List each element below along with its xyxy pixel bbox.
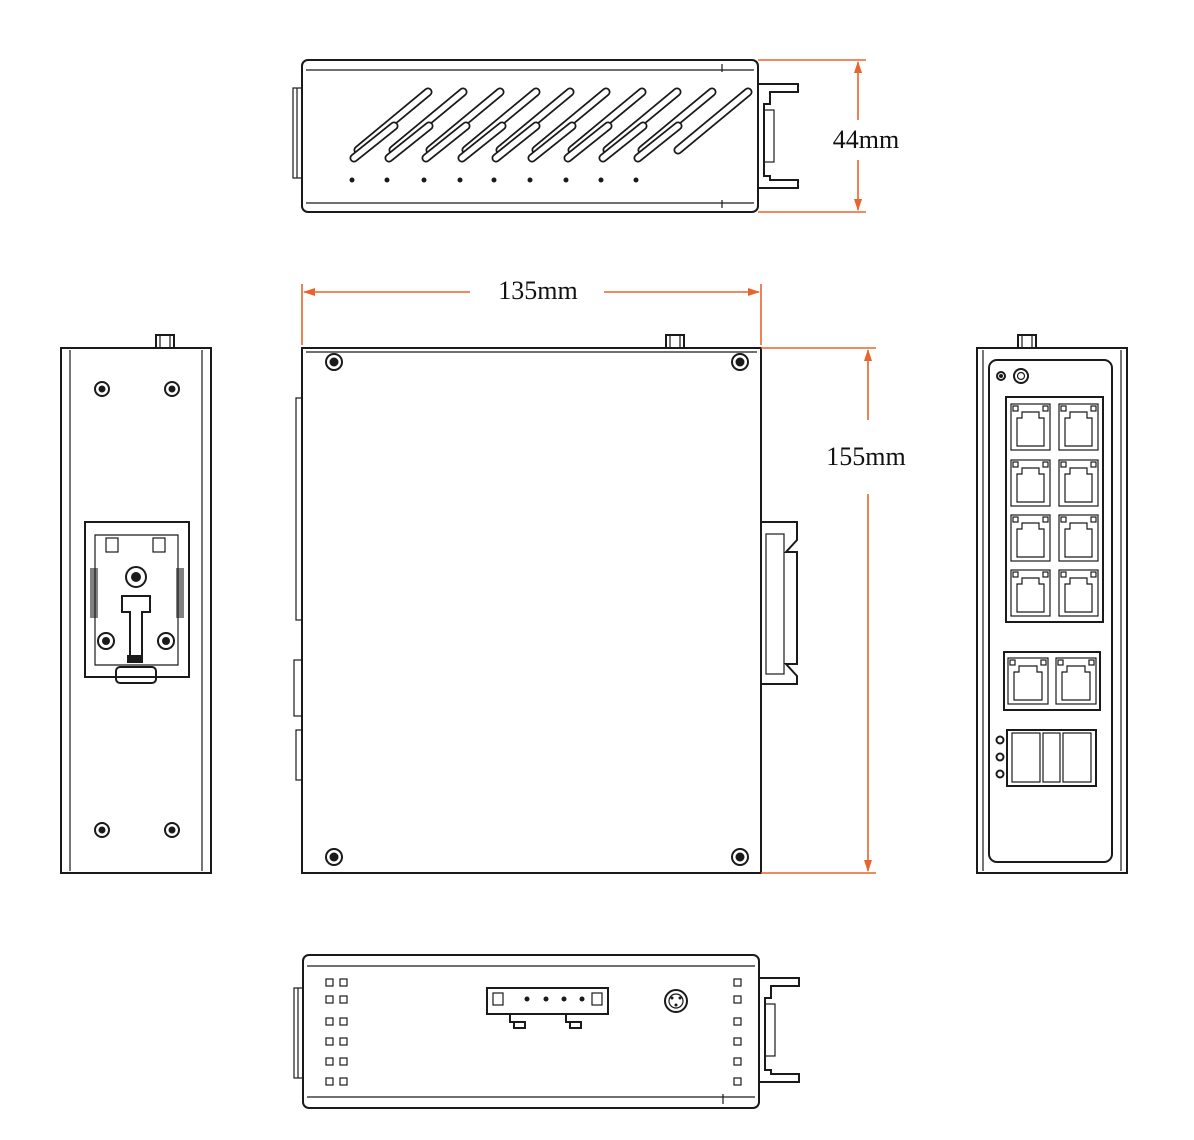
ground-terminal-icon: [1017, 334, 1037, 349]
led-indicator-icon: [733, 995, 742, 1004]
depth-label: 155mm: [826, 442, 905, 471]
rj45-port-icon: [1055, 657, 1097, 705]
rj45-port-icon: [1010, 403, 1051, 451]
sfp-slot-group: [995, 729, 1097, 787]
ground-terminal-icon: [665, 334, 685, 349]
led-indicator-icon: [733, 1037, 742, 1046]
vent-dots: [349, 177, 639, 183]
led-indicator-icon: [325, 1017, 334, 1026]
din-rail-clip-icon: [759, 977, 800, 1083]
rj45-port-group-uplink: [1007, 657, 1097, 705]
led-indicator-icon: [325, 995, 334, 1004]
led-indicator-array: [325, 978, 742, 1086]
terminal-block-icon: [486, 987, 609, 1029]
screw-head: [329, 852, 339, 862]
rj45-port-group: [1010, 403, 1099, 617]
vent-slot-inner: [675, 89, 751, 153]
rj45-port-icon: [1010, 569, 1051, 617]
led-indicator-icon: [339, 1037, 348, 1046]
led-indicator-icon: [339, 1017, 348, 1026]
vent-slot-inner: [459, 123, 505, 161]
led-indicator-icon: [339, 978, 348, 987]
rj45-port-icon: [1010, 459, 1051, 507]
vent-slot-inner: [423, 123, 469, 161]
rj45-port-icon: [1010, 514, 1051, 562]
screw-head: [735, 852, 745, 862]
screw-icon: [731, 353, 749, 371]
height-dimension: 44mm: [758, 59, 899, 213]
led-indicator-icon: [996, 368, 1029, 384]
port-side-view: [976, 334, 1128, 874]
screw-head: [735, 357, 745, 367]
led-indicator-icon: [733, 1017, 742, 1026]
vent-slot-inner: [635, 123, 681, 161]
vent-slot-inner: [600, 123, 646, 161]
led-indicator-icon: [325, 978, 334, 987]
width-label: 135mm: [498, 276, 577, 305]
left-side-view: [60, 334, 212, 874]
screw-head: [329, 357, 339, 367]
vent-slot-inner: [493, 123, 539, 161]
rj45-port-icon: [1058, 403, 1099, 451]
rj45-port-icon: [1058, 569, 1099, 617]
screw-icon: [325, 353, 749, 866]
din-rail-clip-icon: [761, 521, 798, 685]
mounting-hole-icon: [94, 381, 180, 838]
vent-slot-inner: [565, 123, 611, 161]
screw-icon: [731, 848, 749, 866]
led-indicator-icon: [339, 1077, 348, 1086]
width-dimension: 135mm: [301, 276, 762, 345]
vent-slot-inner: [529, 123, 575, 161]
rj45-port-icon: [1007, 657, 1049, 705]
rj45-port-icon: [1058, 514, 1099, 562]
led-indicator-icon: [325, 1057, 334, 1066]
screw-icon: [325, 353, 343, 371]
led-indicator-icon: [325, 1037, 334, 1046]
led-indicator-icon: [339, 995, 348, 1004]
height-label: 44mm: [833, 125, 899, 154]
main-view: [293, 334, 798, 874]
vent-slot-inner: [386, 123, 432, 161]
led-indicator-icon: [325, 1077, 334, 1086]
depth-dimension: 155mm: [761, 347, 906, 874]
din-rail-clip-icon: [758, 83, 799, 189]
ventilation-slots: [349, 87, 753, 163]
led-indicator-icon: [339, 1057, 348, 1066]
screw-icon: [325, 848, 343, 866]
led-indicator-icon: [733, 978, 742, 987]
led-indicator-icon: [733, 1077, 742, 1086]
din-rail-bracket-icon: [84, 521, 190, 684]
rj45-port-icon: [1058, 459, 1099, 507]
vent-slot-inner: [351, 123, 397, 161]
bottom-view: [293, 954, 800, 1109]
ground-terminal-icon: [155, 334, 175, 349]
led-indicator-icon: [733, 1057, 742, 1066]
ground-terminal-icon: [664, 989, 688, 1013]
top-view: [292, 59, 799, 213]
